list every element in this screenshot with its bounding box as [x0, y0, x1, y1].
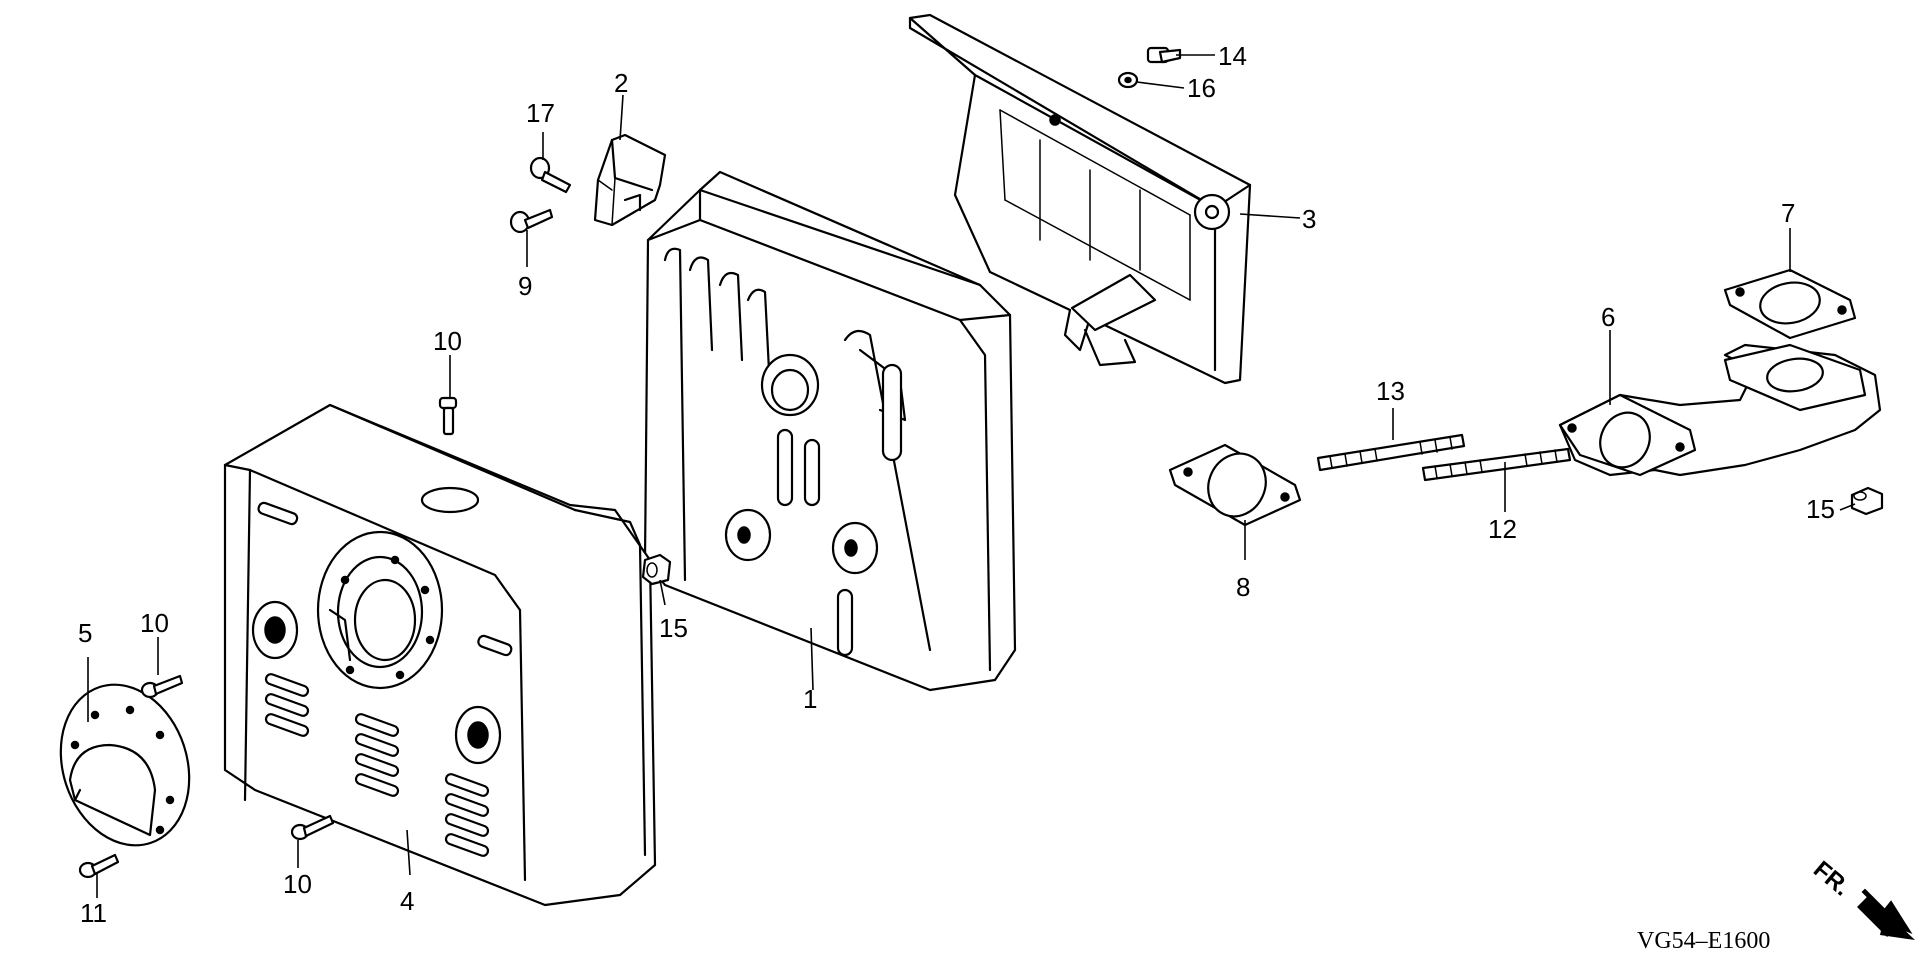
part-13-stud-bolt[interactable]: [1316, 433, 1466, 472]
part-7-exhaust-gasket[interactable]: [1723, 268, 1857, 340]
callout-labels: 1 2 3 4 5 6 7 8 9 10 10 10 11 12 13 14 1…: [78, 41, 1835, 928]
part-11-screw[interactable]: [78, 853, 120, 879]
callout-15-left: 15: [659, 613, 688, 643]
front-label: FR.: [1808, 856, 1855, 902]
callout-13: 13: [1376, 376, 1405, 406]
part-17-flange-bolt[interactable]: [529, 156, 572, 194]
part-5-spark-arrester-cover[interactable]: [41, 668, 210, 862]
callout-1: 1: [803, 684, 817, 714]
part-4-muffler-protector[interactable]: [223, 403, 657, 907]
front-direction-indicator: FR.: [1808, 856, 1915, 940]
callout-2: 2: [614, 68, 628, 98]
callout-8: 8: [1236, 572, 1250, 602]
part-10-screw-left[interactable]: [140, 674, 184, 699]
part-14-flange-bolt[interactable]: [1146, 46, 1182, 64]
part-9-flange-bolt[interactable]: [509, 208, 554, 234]
part-12-stud-bolt[interactable]: [1421, 447, 1572, 482]
callout-10-bottom: 10: [283, 869, 312, 899]
part-8-muffler-gasket[interactable]: [1168, 443, 1302, 527]
part-10-screw-bottom[interactable]: [290, 814, 335, 841]
callout-11: 11: [80, 898, 107, 928]
callout-5: 5: [78, 618, 92, 648]
part-6-exhaust-elbow[interactable]: [1558, 343, 1882, 477]
callout-17: 17: [526, 98, 555, 128]
callout-3: 3: [1302, 204, 1316, 234]
callout-12: 12: [1488, 514, 1517, 544]
part-15-flange-nut-right[interactable]: [1850, 486, 1884, 516]
diagram-code: VG54–E1600: [1637, 928, 1770, 954]
part-16-washer[interactable]: [1117, 71, 1139, 89]
callout-16: 16: [1187, 73, 1216, 103]
part-10-screw-top[interactable]: [438, 396, 458, 436]
callout-6: 6: [1601, 302, 1615, 332]
callout-4: 4: [400, 886, 414, 916]
callout-14: 14: [1218, 41, 1247, 71]
part-1-muffler[interactable]: [643, 170, 1017, 692]
part-3-muffler-stay[interactable]: [908, 13, 1252, 385]
callout-7: 7: [1781, 198, 1795, 228]
callout-15-right: 15: [1806, 494, 1835, 524]
callout-9: 9: [518, 271, 532, 301]
leader-lines: [87, 54, 1856, 898]
part-15-flange-nut-left[interactable]: [641, 553, 672, 586]
part-2-muffler-bracket[interactable]: [593, 133, 667, 227]
callout-10-top: 10: [433, 326, 462, 356]
callout-10-left: 10: [140, 608, 169, 638]
